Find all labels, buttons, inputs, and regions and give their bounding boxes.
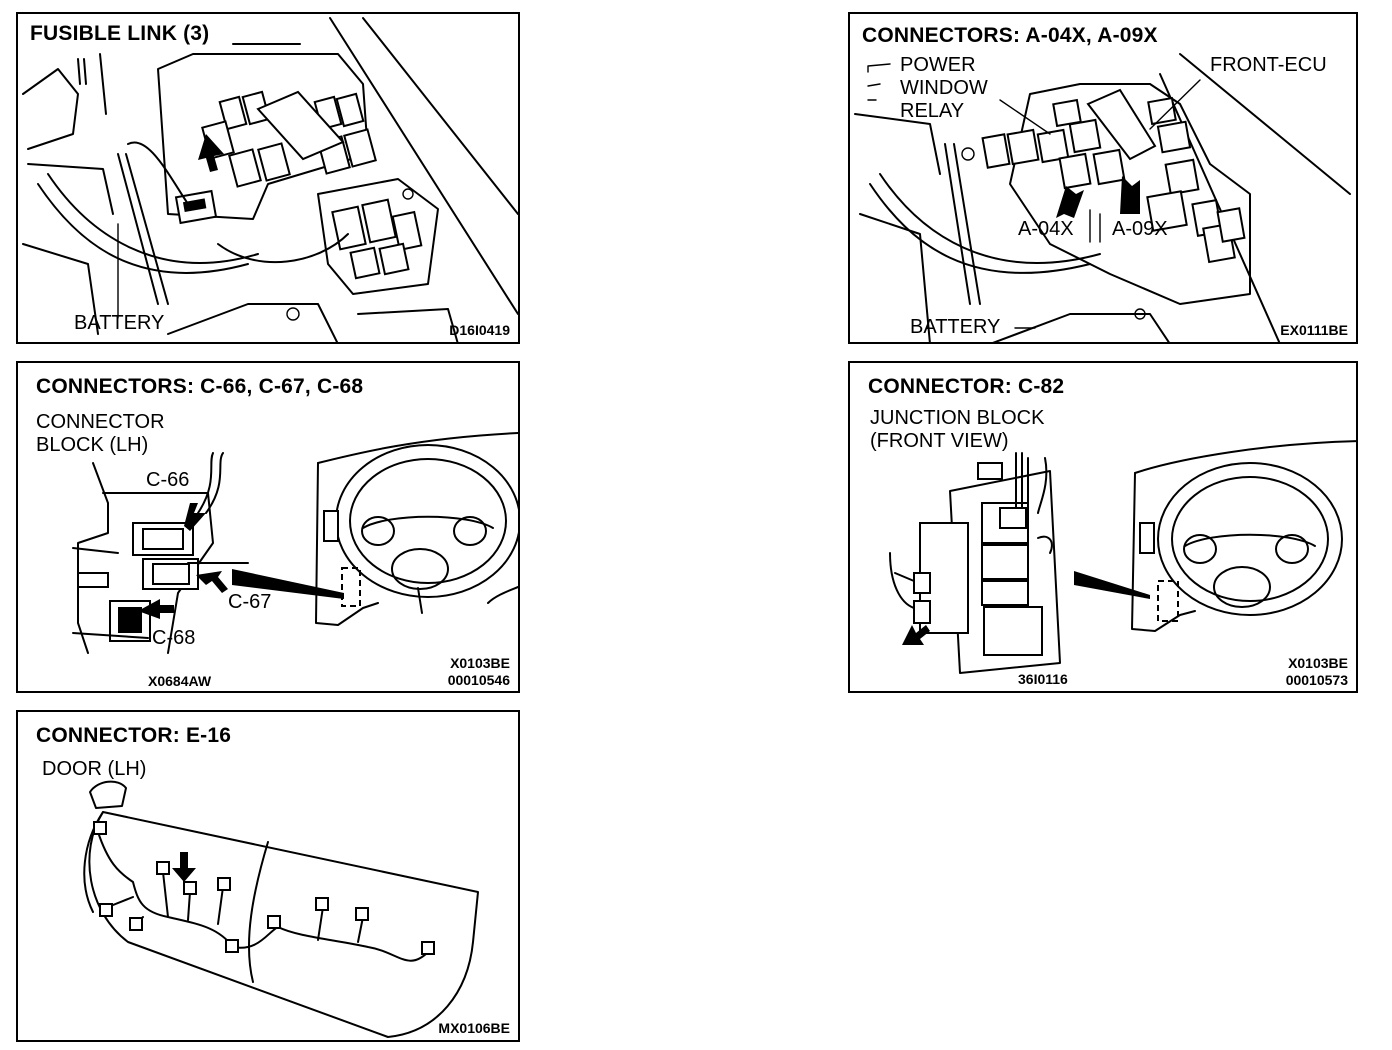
panel-title: CONNECTORS: C-66, C-67, C-68 <box>36 375 364 398</box>
figure-code-right: X0103BE <box>450 655 510 671</box>
connectors-c-panel: CONNECTORS: C-66, C-67, C-68 CONNECTOR B… <box>16 361 520 693</box>
panel-title: CONNECTOR: E-16 <box>36 724 232 747</box>
front-view-label: (FRONT VIEW) <box>870 430 1009 452</box>
fusible-link-panel: FUSIBLE LINK (3) BATTERY D16I0419 <box>16 12 520 344</box>
connectors-c-drawing <box>72 432 518 654</box>
panel-title: FUSIBLE LINK (3) <box>30 22 210 45</box>
figure-code-left: 36I0116 <box>1018 671 1068 687</box>
front-ecu-label: FRONT-ECU <box>1210 54 1327 76</box>
connector-c82-panel: CONNECTOR: C-82 JUNCTION BLOCK (FRONT VI… <box>848 361 1358 693</box>
panel-title: CONNECTORS: A-04X, A-09X <box>862 24 1158 47</box>
figure-code: D16I0419 <box>449 322 510 338</box>
figure-code-right-2: 00010573 <box>1285 672 1348 688</box>
connector-block-label-2: BLOCK (LH) <box>36 434 149 456</box>
battery-label: BATTERY <box>910 316 1001 338</box>
panel-title: CONNECTOR: C-82 <box>868 375 1065 398</box>
figure-code: MX0106BE <box>438 1020 510 1036</box>
connector-e16-drawing <box>83 780 479 1038</box>
relay-label: RELAY <box>900 100 965 122</box>
door-label: DOOR (LH) <box>42 758 147 780</box>
window-label: WINDOW <box>900 77 988 99</box>
a09x-label: A-09X <box>1112 218 1168 240</box>
connector-block-label: CONNECTOR <box>36 411 165 433</box>
connector-e16-panel: CONNECTOR: E-16 DOOR (LH) MX0106BE <box>16 710 520 1042</box>
fusible-link-drawing <box>22 17 518 342</box>
c67-label: C-67 <box>228 591 272 613</box>
connector-c82-drawing <box>889 440 1356 674</box>
power-label: POWER <box>900 54 976 76</box>
junction-block-label: JUNCTION BLOCK <box>870 407 1045 429</box>
c66-label: C-66 <box>146 469 190 491</box>
battery-label: BATTERY <box>74 312 165 334</box>
figure-code-right: X0103BE <box>1288 655 1348 671</box>
connectors-a-drawing <box>854 53 1351 342</box>
a04x-label: A-04X <box>1018 218 1074 240</box>
figure-code: EX0111BE <box>1280 322 1348 338</box>
figure-code-left: X0684AW <box>148 673 212 689</box>
figure-code-right-2: 00010546 <box>447 672 510 688</box>
c68-label: C-68 <box>152 627 196 649</box>
connectors-a-panel: CONNECTORS: A-04X, A-09X POWER WINDOW RE… <box>848 12 1358 344</box>
